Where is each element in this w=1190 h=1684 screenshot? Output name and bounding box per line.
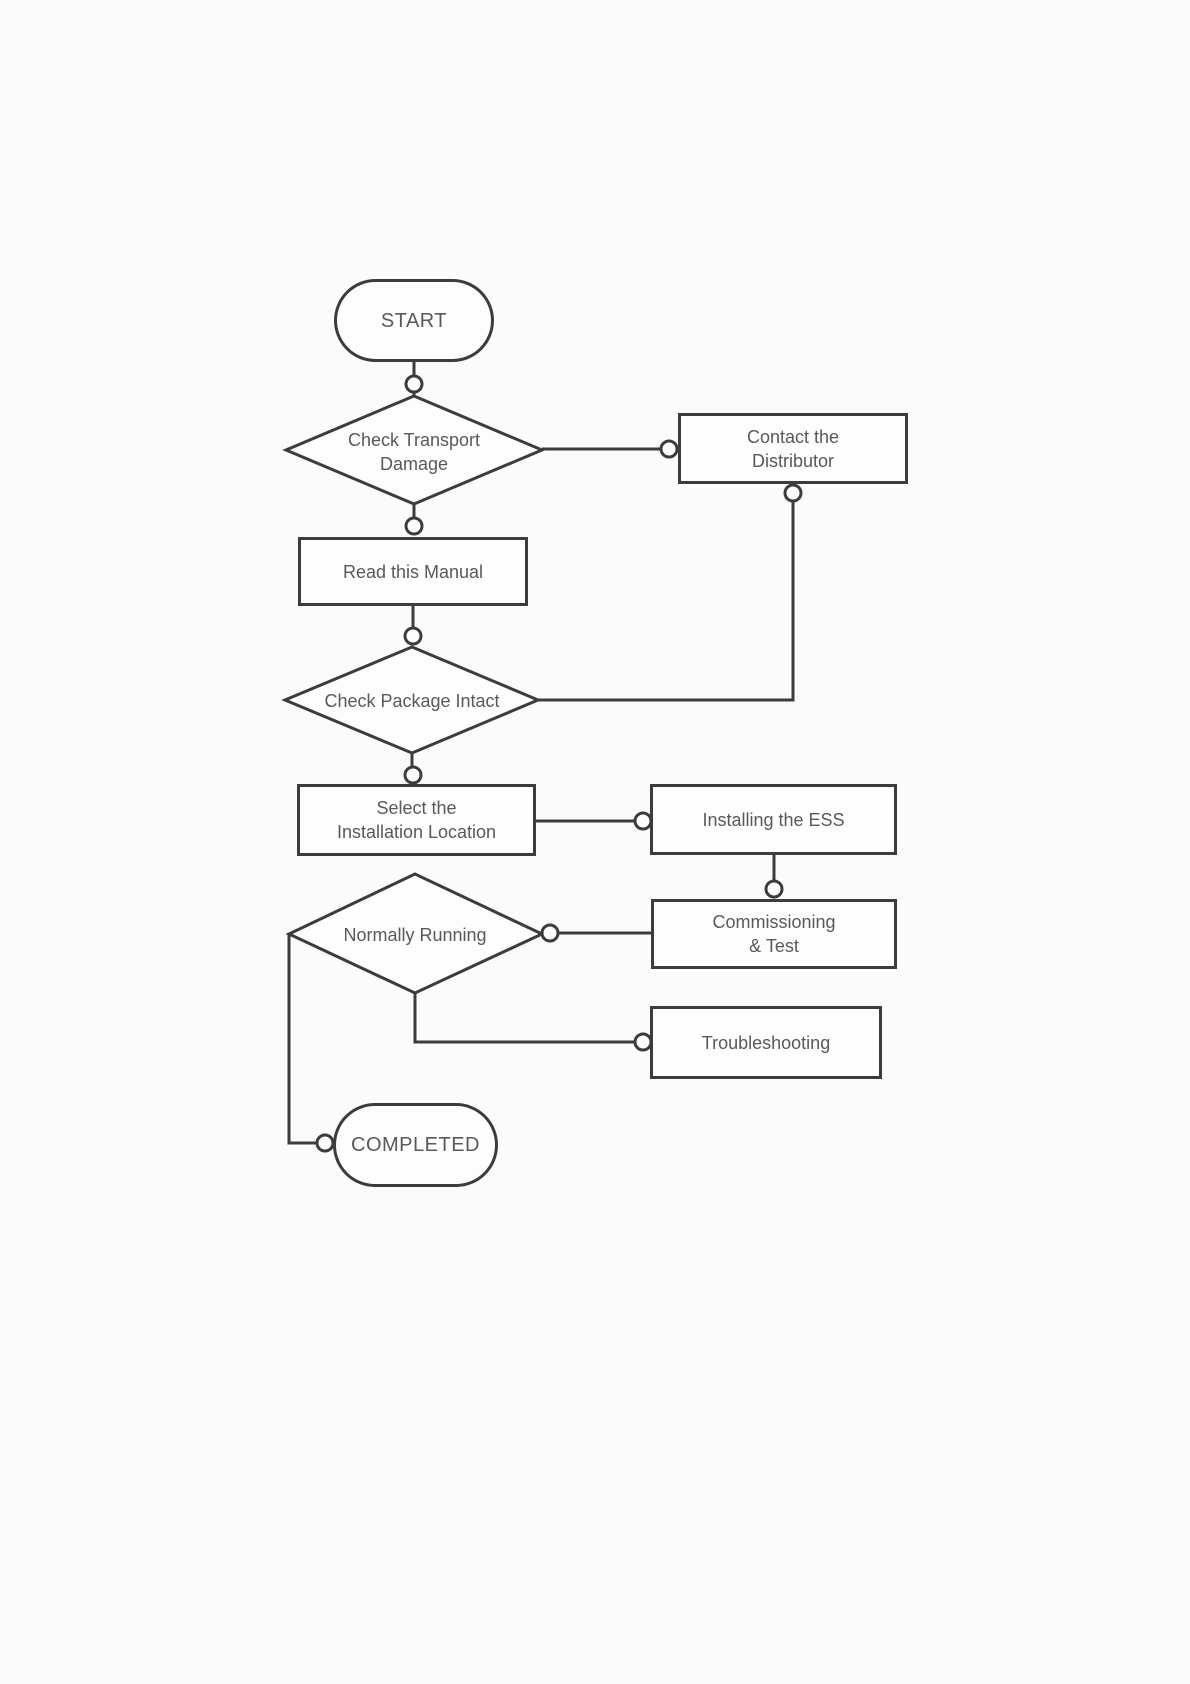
endpoint-circle: [633, 1032, 653, 1052]
endpoint-circle: [764, 879, 784, 899]
normally-running-decision: [285, 872, 546, 995]
commissioning-test-process: Commissioning & Test: [651, 899, 897, 969]
endpoint-circle: [403, 626, 423, 646]
check-transport-damage-label: Check Transport Damage: [347, 430, 481, 474]
contact-distributor-label: Contact the Distributor: [746, 426, 840, 471]
start-label: START: [380, 309, 448, 332]
troubleshooting-process: Troubleshooting: [650, 1006, 882, 1079]
endpoint-circle: [659, 439, 679, 459]
contact-distributor-process: Contact the Distributor: [678, 413, 908, 484]
edge-check-package-intact-to-contact-distributor: [538, 500, 795, 702]
edge-normally-running-to-completed: [287, 934, 317, 1145]
check-package-intact-decision: [281, 645, 542, 755]
installing-ess-process: Installing the ESS: [650, 784, 897, 855]
endpoint-circle: [403, 765, 423, 785]
completed-label: COMPLETED: [351, 1134, 480, 1156]
endpoint-circle: [404, 374, 424, 394]
read-manual-process: Read this Manual: [298, 537, 528, 606]
endpoint-circle: [315, 1133, 335, 1153]
endpoint-circle: [633, 811, 653, 831]
installing-ess-label: Installing the ESS: [702, 809, 845, 830]
check-transport-damage-decision: [282, 394, 546, 506]
check-package-intact-label: Check Package Intact: [324, 691, 500, 711]
select-location-label: Select the Installation Location: [336, 798, 497, 842]
select-location-process: Select the Installation Location: [297, 784, 536, 856]
start-terminator: START: [334, 279, 494, 362]
normally-running-label: Normally Running: [343, 925, 487, 945]
read-manual-label: Read this Manual: [342, 561, 484, 582]
endpoint-circle: [540, 923, 560, 943]
endpoint-circle: [404, 516, 424, 536]
troubleshooting-label: Troubleshooting: [701, 1032, 831, 1053]
completed-terminator: COMPLETED: [333, 1103, 498, 1187]
edge-normally-running-to-troubleshooting: [413, 993, 635, 1044]
endpoint-circle: [783, 483, 803, 503]
commissioning-test-label: Commissioning & Test: [712, 912, 836, 956]
